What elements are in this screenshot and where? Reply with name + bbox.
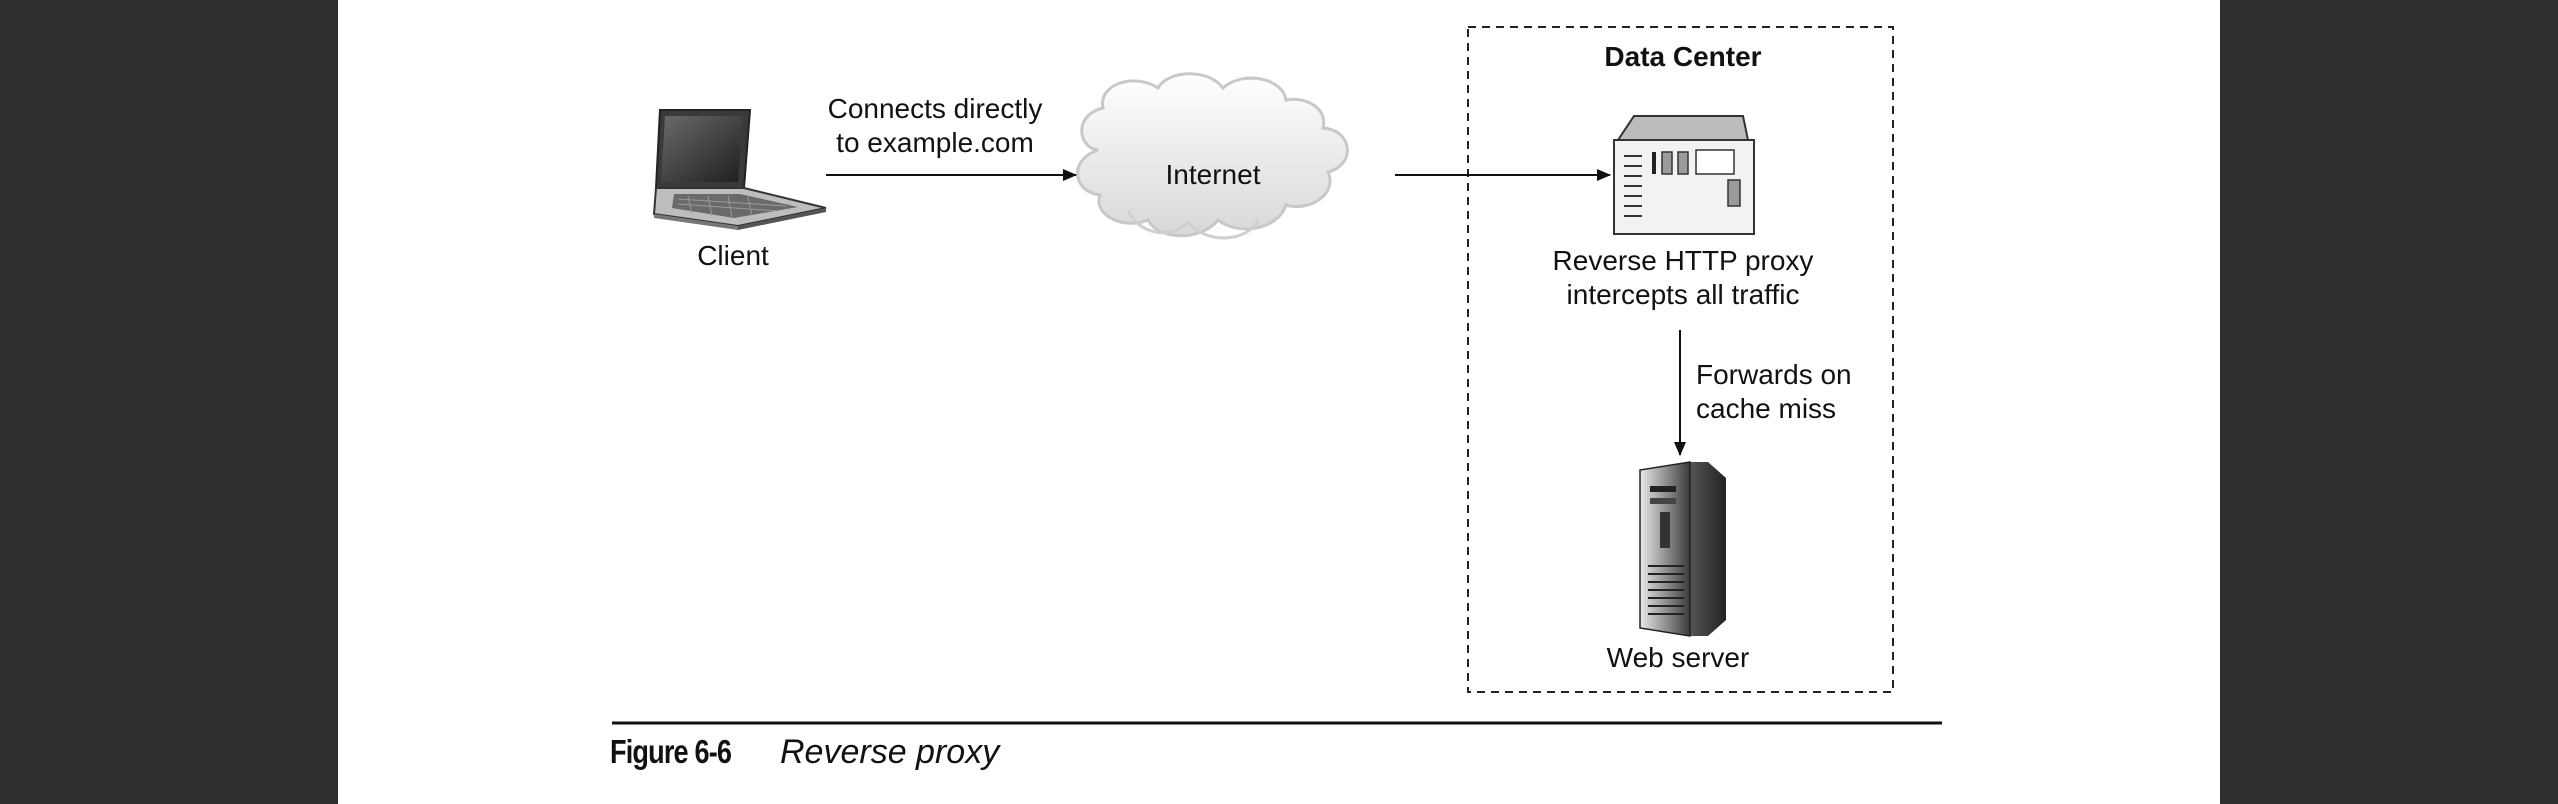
tower-server-icon — [1639, 461, 1726, 637]
laptop-icon — [652, 109, 827, 230]
diagram-canvas — [612, 26, 1942, 725]
proxy-label: Reverse HTTP proxy intercepts all traffi… — [1552, 245, 1814, 310]
edge-client-internet-label: Connects directly to example.com — [827, 93, 1043, 158]
page: Client Connects directly to example.com … — [338, 0, 2220, 804]
data-center-title: Data Center — [1604, 41, 1762, 72]
data-center-boundary — [1467, 26, 1894, 693]
figure-title: Reverse proxy — [780, 733, 1000, 771]
proxy-server-icon — [1613, 115, 1755, 235]
figure-number: Figure 6-6 — [610, 733, 732, 770]
web-server-label: Web server — [1606, 642, 1750, 673]
client-label: Client — [697, 240, 769, 271]
internet-label: Internet — [1165, 159, 1261, 190]
edge-proxy-server-label: Forwards on cache miss — [1696, 359, 1852, 424]
cloud-icon — [1076, 72, 1349, 240]
